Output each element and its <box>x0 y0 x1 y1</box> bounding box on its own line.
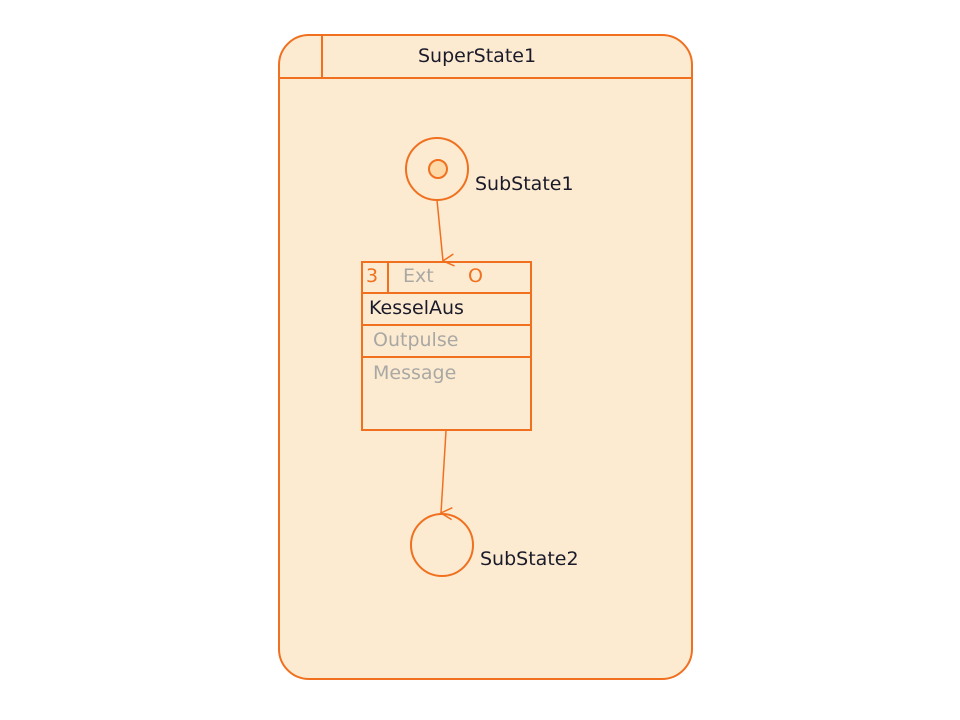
transition-arrow-1[interactable] <box>436 199 443 261</box>
action-name: KesselAus <box>369 297 464 319</box>
action-block-box[interactable] <box>361 261 532 431</box>
action-number: 3 <box>366 265 379 287</box>
transition-arrow-2[interactable] <box>441 430 446 513</box>
action-message: Message <box>373 362 457 384</box>
action-output: Outpulse <box>373 329 459 351</box>
substate2-circle[interactable] <box>410 513 474 577</box>
substate1-inner-circle <box>428 159 448 179</box>
substate2-label: SubState2 <box>480 548 579 570</box>
substate1-label: SubState1 <box>475 173 574 195</box>
superstate-title: SuperState1 <box>418 45 537 67</box>
action-flag: O <box>468 265 483 287</box>
action-type: Ext <box>403 265 434 287</box>
